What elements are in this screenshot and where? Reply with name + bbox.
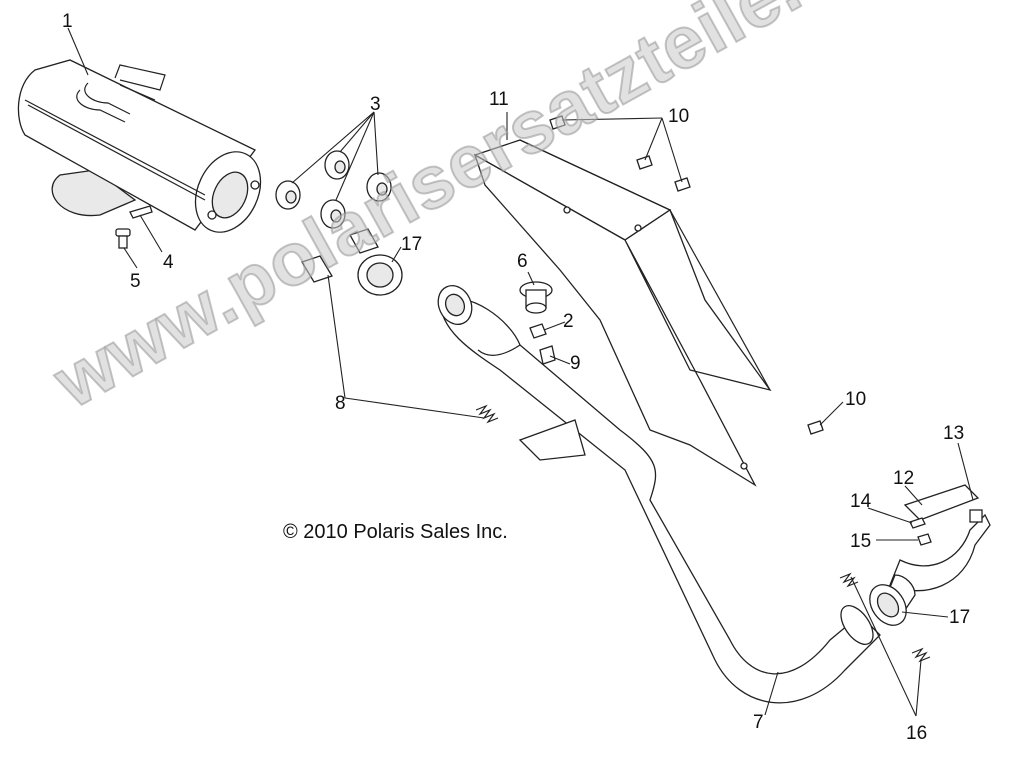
callout-8: 8	[335, 393, 346, 414]
muffler-part	[17, 59, 262, 233]
callout-5: 5	[130, 271, 141, 292]
part-4-clip	[129, 205, 153, 219]
copyright-notice: © 2010 Polaris Sales Inc.	[283, 521, 508, 543]
cap-nut-parts	[519, 281, 556, 365]
callout-12: 12	[893, 468, 915, 489]
heat-shield-part	[473, 139, 772, 487]
seal-ring-lower	[869, 584, 907, 626]
callout-16: 16	[906, 723, 928, 744]
callout-4: 4	[163, 252, 174, 273]
callout-1: 1	[62, 11, 73, 32]
callout-17-lower: 17	[949, 607, 971, 628]
callout-11: 11	[489, 89, 509, 110]
callout-9: 9	[570, 353, 581, 374]
callout-7: 7	[753, 712, 764, 733]
callout-15: 15	[850, 531, 872, 552]
callout-6: 6	[517, 251, 528, 272]
callout-10-right: 10	[845, 389, 867, 410]
spring-parts	[475, 404, 931, 663]
callout-3: 3	[370, 94, 381, 115]
callout-13: 13	[943, 423, 965, 444]
leader-lines	[67, 27, 974, 717]
seal-ring-upper	[357, 254, 403, 296]
callout-17-upper: 17	[401, 234, 423, 255]
bolt-parts	[549, 115, 932, 546]
spacer-parts	[301, 228, 379, 283]
outlet-flange-part	[884, 484, 991, 611]
grommet-parts	[275, 150, 392, 229]
callout-2: 2	[563, 311, 574, 332]
exhaust-pipe-part	[437, 285, 881, 704]
part-5-fastener	[115, 228, 131, 249]
callout-14: 14	[850, 491, 872, 512]
callout-10-top: 10	[668, 106, 690, 127]
